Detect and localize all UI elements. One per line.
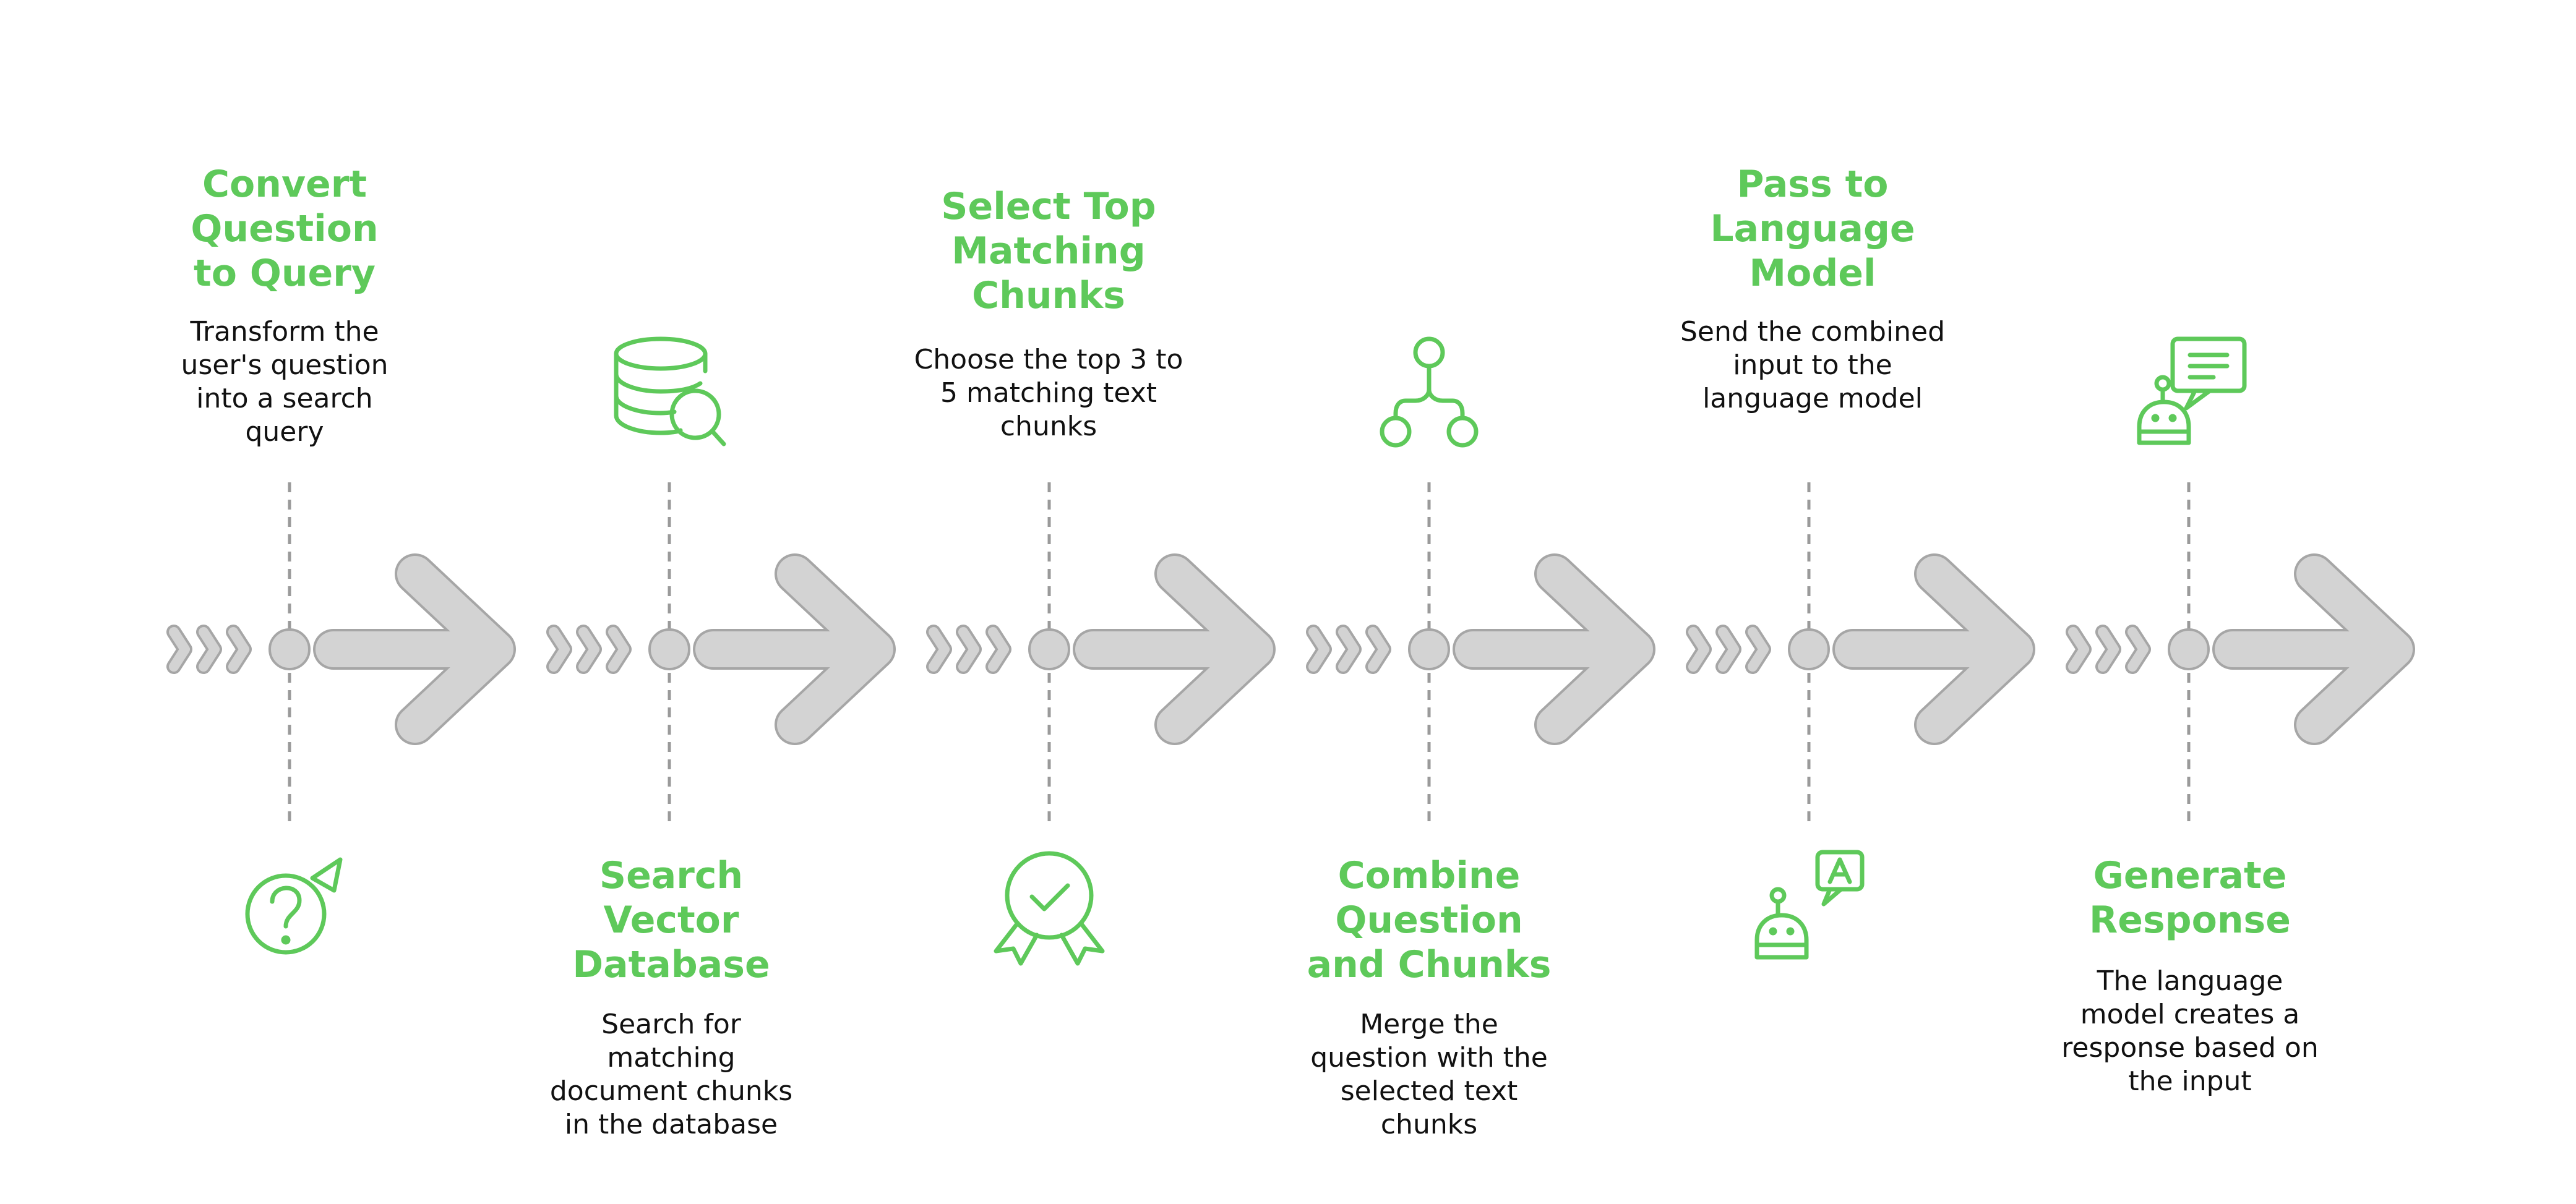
- robot-chat-icon: [2137, 336, 2247, 445]
- step-4-description: Merge the question with the selected tex…: [1310, 1009, 1548, 1140]
- step-2-description: Search for matching document chunks in t…: [549, 1009, 793, 1140]
- step-6-title: Generate Response: [2089, 854, 2291, 942]
- step-1-title: Convert Question to Query: [191, 163, 379, 295]
- step-1-arrow: [174, 574, 496, 725]
- step-4-arrow: [1313, 574, 1635, 725]
- step-6-arrow: [2073, 574, 2395, 725]
- step-3-title: Select Top Matching Chunks: [941, 185, 1156, 317]
- step-3-arrow: [934, 574, 1255, 725]
- step-2-title: Search Vector Database: [572, 854, 770, 986]
- step-1-description: Transform the user's question into a sea…: [181, 316, 389, 448]
- step-3-description: Choose the top 3 to 5 matching text chun…: [914, 344, 1183, 442]
- award-check-icon: [994, 851, 1105, 966]
- step-2-arrow: [554, 574, 875, 725]
- step-5-description: Send the combined input to the language …: [1680, 316, 1945, 414]
- step-5-arrow: [1693, 574, 2015, 725]
- step-4-title: Combine Question and Chunks: [1307, 854, 1552, 986]
- step-6-description: The language model creates a response ba…: [2061, 965, 2319, 1097]
- step-5-title: Pass to Language Model: [1710, 163, 1915, 295]
- merge-nodes-icon: [1380, 336, 1479, 448]
- question-icon: [245, 857, 343, 955]
- database-search-icon: [614, 336, 726, 446]
- robot-translate-icon: [1754, 850, 1865, 960]
